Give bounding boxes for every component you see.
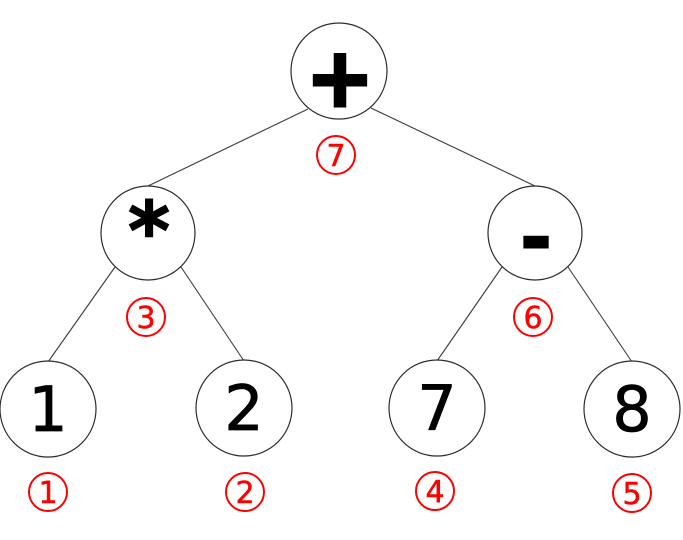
node-star: * [100, 184, 196, 281]
edge-minus-to-eight [567, 266, 633, 363]
edge-minus-to-seven [436, 266, 503, 362]
order-label-one: 1 [28, 472, 68, 512]
node-one-value: 1 [28, 373, 67, 446]
order-label-star-circle [126, 297, 166, 337]
order-label-one-number: 1 [38, 476, 57, 511]
order-label-minus: 6 [513, 297, 553, 337]
order-label-eight: 5 [612, 473, 652, 513]
order-label-two-circle [225, 472, 265, 512]
node-seven-value: 7 [417, 372, 456, 445]
order-label-plus: 7 [316, 135, 356, 175]
order-label-plus-circle [316, 135, 356, 175]
order-label-one-circle [28, 472, 68, 512]
node-eight: 8 [583, 360, 681, 458]
edge-plus-to-minus [370, 107, 536, 187]
node-minus-value: - [520, 193, 552, 282]
order-label-two-number: 2 [235, 476, 254, 511]
node-seven-circle [388, 359, 486, 457]
node-star-value: * [128, 185, 170, 278]
node-minus-circle [487, 185, 583, 281]
order-label-plus-number: 7 [326, 139, 345, 174]
order-label-eight-circle [612, 473, 652, 513]
order-label-seven-number: 4 [425, 475, 444, 510]
order-label-star: 3 [126, 297, 166, 337]
edge-star-to-one [47, 266, 116, 363]
node-plus: + [290, 22, 388, 128]
order-label-eight-number: 5 [622, 477, 641, 512]
node-plus-circle [290, 22, 388, 120]
node-minus: - [487, 185, 583, 283]
node-plus-value: + [306, 31, 375, 126]
order-label-minus-circle [513, 297, 553, 337]
tree-edges [47, 107, 633, 363]
node-two: 2 [195, 359, 293, 457]
order-label-seven: 4 [415, 471, 455, 511]
node-two-value: 2 [224, 372, 263, 445]
node-one-circle [0, 360, 97, 458]
node-two-circle [195, 359, 293, 457]
order-label-seven-circle [415, 471, 455, 511]
node-star-circle [100, 185, 196, 281]
order-label-star-number: 3 [136, 301, 155, 336]
node-one: 1 [0, 360, 97, 458]
order-label-two: 2 [225, 472, 265, 512]
order-label-minus-number: 6 [523, 301, 542, 336]
node-eight-value: 8 [612, 373, 651, 446]
edge-star-to-two [180, 266, 245, 362]
node-eight-circle [583, 360, 681, 458]
edge-plus-to-star [147, 108, 309, 187]
node-seven: 7 [388, 359, 486, 457]
